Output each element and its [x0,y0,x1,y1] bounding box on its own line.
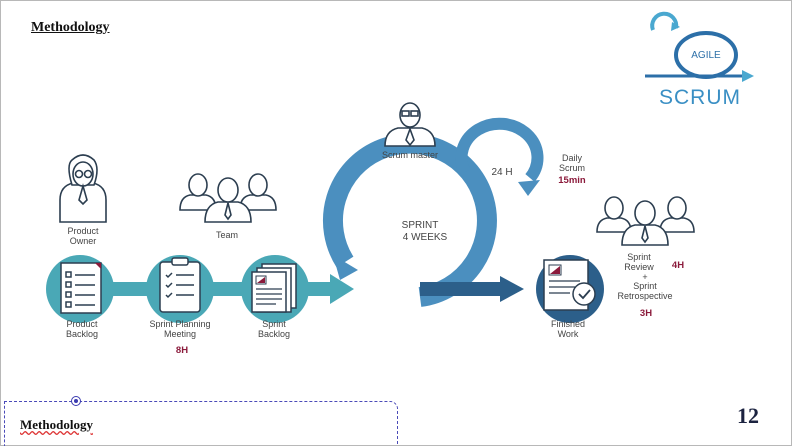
footer-textbox[interactable] [4,401,398,446]
slide-title[interactable]: Methodology [31,20,110,35]
sprint-review-time: 4H [672,260,684,271]
product-backlog-label-2: Backlog [66,329,98,339]
sprint-review-label-1: Sprint [627,252,651,262]
daily-scrum-label-1: Daily [562,153,583,163]
product-owner-label-2: Owner [70,236,97,246]
cycle-24h-label: 24 H [491,167,512,178]
footer-title[interactable]: Methodology [20,417,93,432]
product-owner-label-1: Product [67,226,99,236]
sprint-backlog-icon [241,255,309,323]
rotation-handle[interactable] [71,396,81,406]
logo-scrum-text: SCRUM [659,86,741,109]
plus-sign: + [642,272,647,282]
page-number: 12 [737,403,759,428]
product-backlog-icon [46,255,114,323]
logo-agile-text: AGILE [691,50,721,61]
sprint-planning-clipboard-icon [146,255,214,323]
sprint-retro-label-1: Sprint [633,281,657,291]
scrum-master-icon [384,102,436,147]
review-team-icon [596,196,695,246]
finished-work-icon [536,255,604,323]
sprint-label-2: 4 WEEKS [403,232,448,243]
product-backlog-label-1: Product [66,319,98,329]
sprint-planning-label-1: Sprint Planning [149,319,210,329]
agile-scrum-logo: AGILE SCRUM [645,11,754,109]
sprint-planning-label-2: Meeting [164,329,196,339]
daily-scrum-label-2: Scrum [559,163,585,173]
sprint-planning-time: 8H [176,345,188,356]
team-icon [179,173,277,223]
sprint-review-label-2: Review [624,262,654,272]
finished-work-label-1: Finished [551,319,585,329]
finished-work-label-2: Work [558,329,579,339]
sprint-cycle [322,117,544,307]
sprint-retro-label-2: Retrospective [617,291,672,301]
daily-scrum-time: 15min [558,175,586,186]
sprint-backlog-label-1: Sprint [262,319,286,329]
product-owner-icon [59,154,107,223]
team-label: Team [216,230,238,240]
sprint-backlog-label-2: Backlog [258,329,290,339]
sprint-retro-time: 3H [640,308,652,319]
scrum-master-label: Scrum master [382,150,438,160]
sprint-label-1: SPRINT [402,220,439,231]
